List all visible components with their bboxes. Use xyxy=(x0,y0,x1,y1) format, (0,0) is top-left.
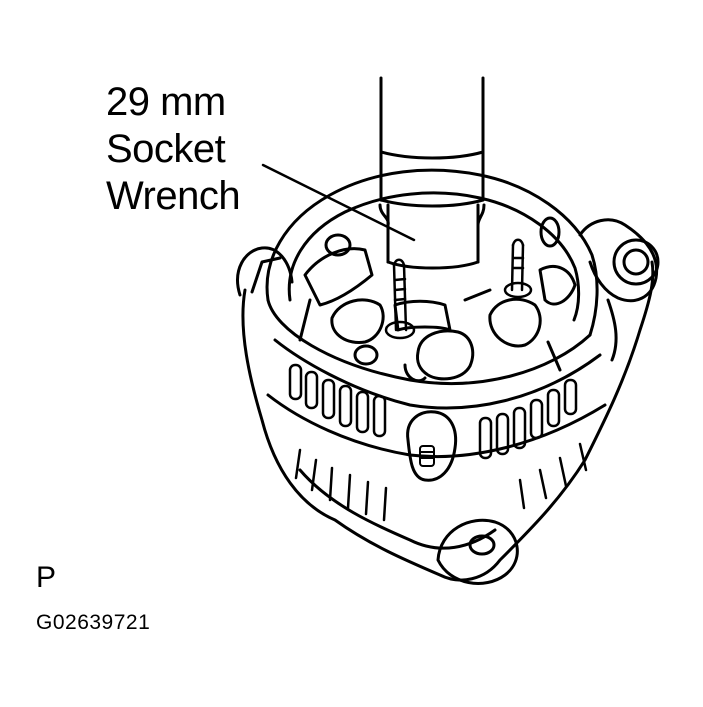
housing-lower-lobe xyxy=(300,470,495,548)
mounting-ear-hole xyxy=(470,536,494,554)
boss-upper-left xyxy=(326,235,350,255)
callout-label-wrench: Wrench xyxy=(106,174,241,218)
callout-label-size: 29 mm xyxy=(106,80,226,124)
window-right xyxy=(490,299,540,346)
end-frame-lower-rim xyxy=(268,300,590,383)
right-bracket xyxy=(580,220,657,301)
wrench-band-bottom xyxy=(381,200,483,206)
left-bracket xyxy=(238,248,292,295)
stud-left xyxy=(386,260,414,338)
callout-label-socket: Socket xyxy=(106,127,226,171)
callout-leader xyxy=(263,165,414,240)
adjust-bolt-inner xyxy=(624,250,648,274)
window-center xyxy=(417,331,472,379)
lower-fins xyxy=(296,444,586,520)
figure-code: G02639721 xyxy=(36,611,151,634)
stud-right xyxy=(505,240,531,297)
window-left xyxy=(332,300,383,343)
rib-right xyxy=(540,266,575,304)
adjust-bolt-outer xyxy=(614,240,658,284)
housing-outline xyxy=(243,262,653,580)
vent-ring-upper xyxy=(275,340,600,408)
rib-left xyxy=(305,249,372,305)
terminal-stud xyxy=(420,446,434,466)
boss-lower-left xyxy=(355,346,377,364)
boss-right xyxy=(541,218,559,246)
vent-slots xyxy=(290,365,576,458)
rib-center xyxy=(395,301,450,330)
end-frame-outline xyxy=(267,170,597,335)
terminal-boss xyxy=(408,412,456,480)
view-letter: P xyxy=(36,561,57,594)
end-frame-rim xyxy=(289,193,578,320)
wrench-band-top xyxy=(381,152,483,158)
mounting-ear xyxy=(438,520,517,583)
wrench-socket-bottom xyxy=(388,262,478,268)
